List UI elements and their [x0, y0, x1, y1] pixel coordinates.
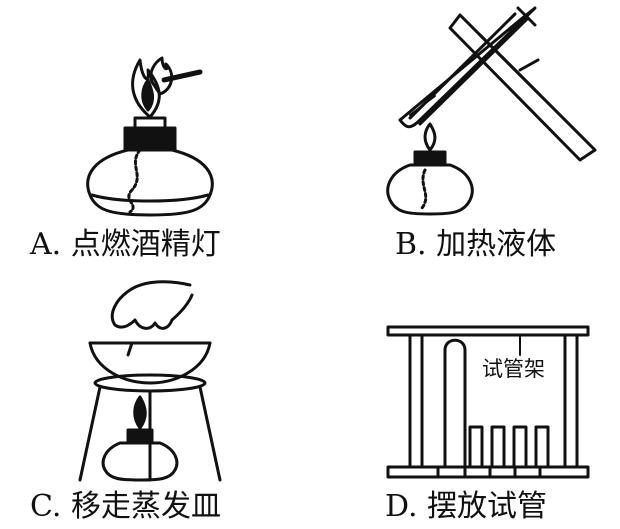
rack-label: 试管架	[480, 357, 547, 381]
removing-evaporating-dish-illustration	[78, 280, 222, 482]
caption-a: A. 点燃酒精灯	[30, 227, 221, 262]
caption-d: D. 摆放试管	[385, 489, 548, 524]
alcohol-lamp-lighting-illustration	[86, 56, 214, 217]
panel-a: A. 点燃酒精灯	[0, 0, 310, 265]
panel-b: B. 加热液体	[310, 0, 620, 265]
test-tube-rack-illustration	[386, 325, 590, 479]
panel-d: 试管架 D. 摆放试管	[310, 265, 620, 529]
panel-c: C. 移走蒸发皿	[0, 265, 310, 529]
caption-b: B. 加热液体	[395, 227, 557, 262]
caption-c: C. 移走蒸发皿	[30, 489, 221, 524]
heating-liquid-illustration	[386, 6, 597, 216]
